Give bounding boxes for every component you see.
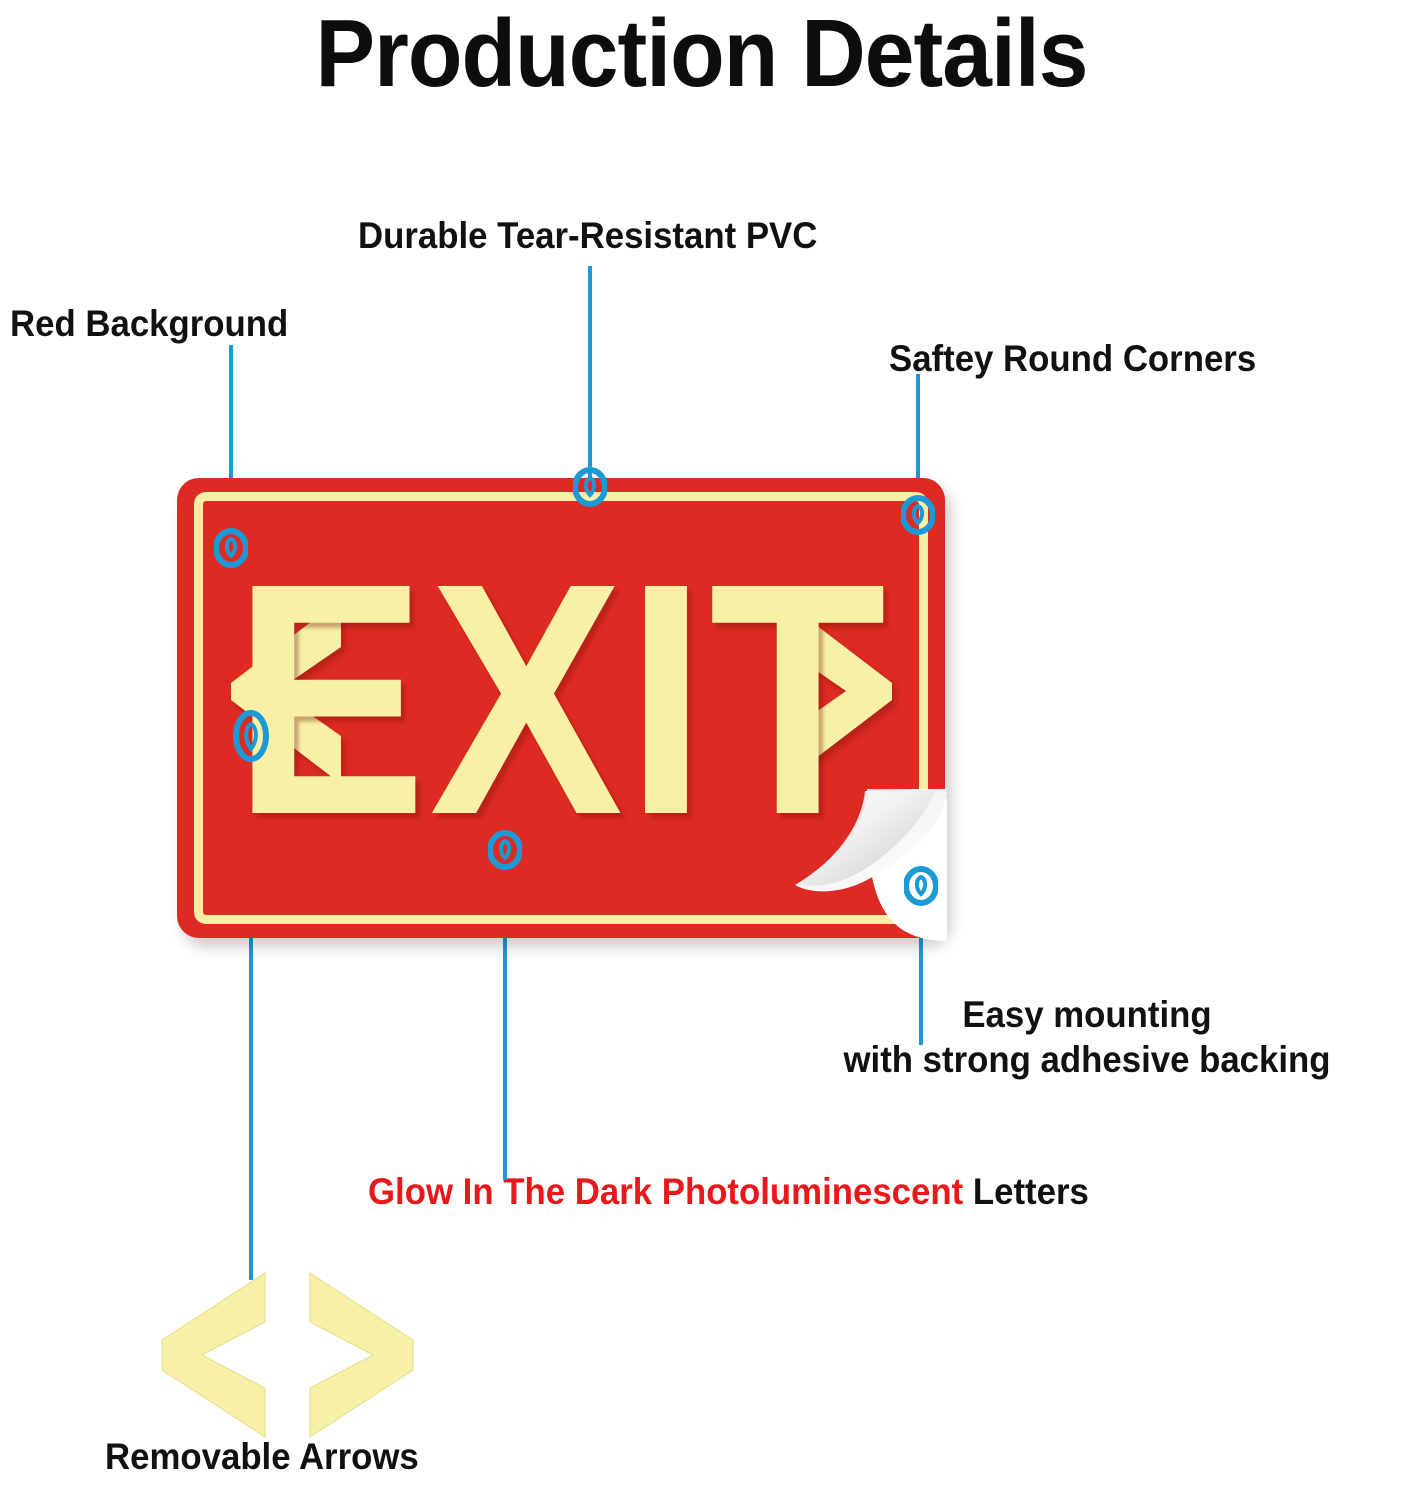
callout-label-red-background: Red Background xyxy=(10,303,289,344)
leader-line-round-corners xyxy=(916,374,920,514)
marker-glow-letters[interactable] xyxy=(488,830,522,870)
removable-arrows-graphic xyxy=(160,1270,450,1440)
sign-face: EXIT xyxy=(177,478,945,938)
callout-label-removable-arrows: Removable Arrows xyxy=(105,1436,419,1477)
marker-red-background[interactable] xyxy=(214,528,248,568)
leader-line-durable-pvc xyxy=(588,266,592,486)
leader-line-red-background xyxy=(229,345,233,550)
leader-line-glow-letters xyxy=(503,855,507,1180)
peel-corner-graphic xyxy=(795,789,947,941)
easy-mounting-line-1: Easy mounting xyxy=(962,994,1212,1035)
exit-sign: EXIT xyxy=(177,478,947,941)
marker-durable-pvc[interactable] xyxy=(573,467,607,507)
sign-inner-border xyxy=(194,492,928,924)
callout-label-easy-mounting: Easy mounting with strong adhesive backi… xyxy=(790,992,1384,1082)
page-title: Production Details xyxy=(315,0,1088,107)
marker-removable-arrow[interactable] xyxy=(233,710,269,762)
glow-letters-highlight: Glow In The Dark Photoluminescent xyxy=(368,1171,964,1212)
leader-line-removable-arrows xyxy=(249,742,253,1280)
chevron-left-icon xyxy=(229,599,344,784)
marker-easy-mounting[interactable] xyxy=(904,866,938,906)
chevron-right-icon xyxy=(779,599,894,784)
sign-exit-text: EXIT xyxy=(232,514,890,883)
leader-line-easy-mounting xyxy=(919,900,923,1045)
callout-label-durable-pvc: Durable Tear-Resistant PVC xyxy=(358,215,818,256)
callout-label-round-corners: Saftey Round Corners xyxy=(889,338,1257,379)
callout-label-glow-letters: Glow In The Dark Photoluminescent Letter… xyxy=(368,1170,1089,1214)
sign-body: EXIT xyxy=(177,478,947,941)
glow-letters-rest: Letters xyxy=(963,1171,1089,1212)
marker-round-corners[interactable] xyxy=(901,495,935,535)
easy-mounting-line-2: with strong adhesive backing xyxy=(843,1039,1331,1080)
